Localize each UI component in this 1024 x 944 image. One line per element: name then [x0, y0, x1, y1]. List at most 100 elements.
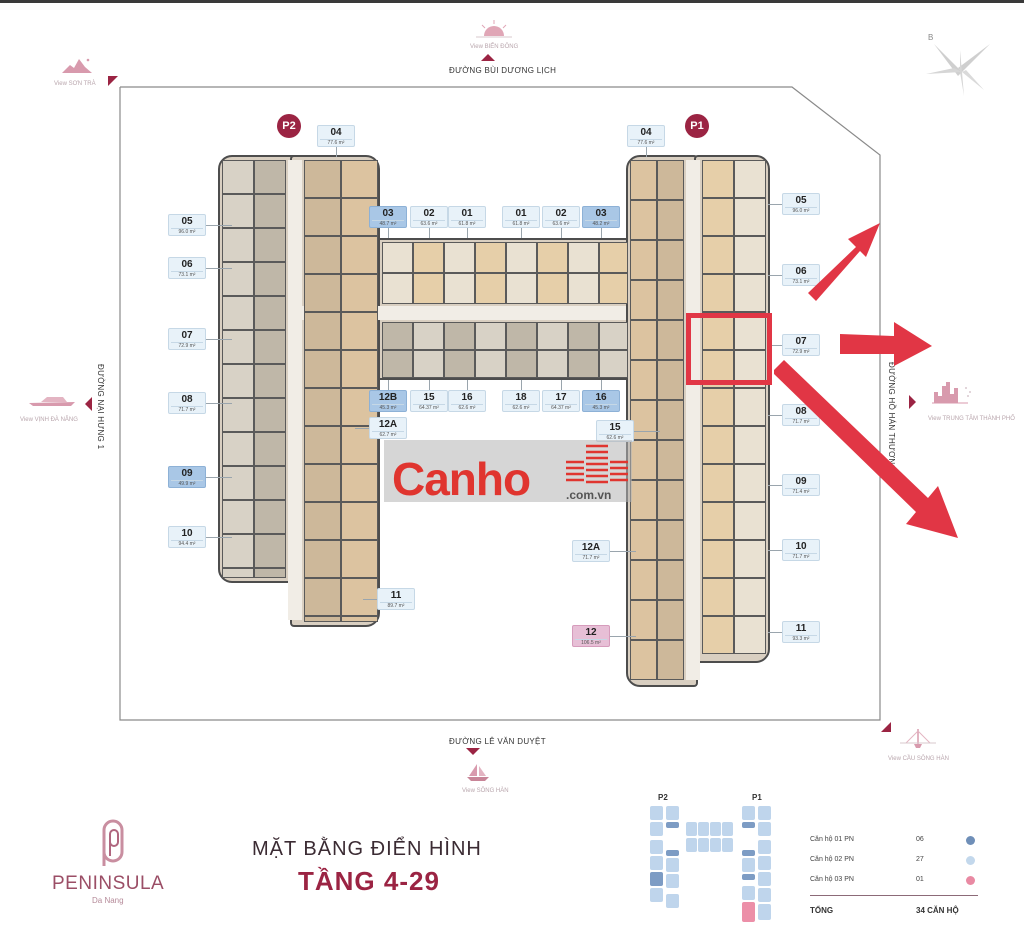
unit-number: 10: [795, 541, 807, 552]
compass-rose-icon: [926, 44, 990, 96]
room-tile: [630, 320, 657, 360]
unit-area: 62.7 m²: [372, 431, 404, 439]
unit-number: 07: [181, 330, 193, 341]
legend-label-1pn: Căn hộ 01 PN: [810, 836, 854, 843]
legend-label-2pn: Căn hộ 02 PN: [810, 856, 854, 863]
logo-name: PENINSULA: [52, 873, 165, 894]
room-tile: [304, 540, 341, 578]
mini-unit-cell: [742, 850, 755, 856]
room-tile: [734, 578, 766, 616]
room-tile: [222, 534, 254, 568]
unit-area: 71.7 m²: [785, 553, 817, 561]
room-tile: [222, 568, 254, 578]
mini-label-p1: P1: [752, 793, 762, 802]
room-tile: [382, 273, 413, 304]
peninsula-logo-icon: [102, 819, 124, 866]
p2-corridor: [288, 160, 302, 620]
room-tile: [254, 262, 286, 296]
room-tile: [413, 350, 444, 378]
room-tile: [341, 616, 378, 622]
unit-number: 05: [181, 216, 193, 227]
room-tile: [304, 274, 341, 312]
leader-line: [768, 345, 782, 346]
room-tile: [734, 236, 766, 274]
bridge-icon: [900, 729, 936, 748]
room-tile: [734, 502, 766, 540]
room-tile: [254, 228, 286, 262]
room-tile: [254, 296, 286, 330]
leader-line: [429, 380, 430, 390]
room-tile: [702, 540, 734, 578]
mini-unit-cell: [742, 886, 755, 900]
room-tile: [630, 440, 657, 480]
room-tile: [630, 160, 657, 200]
room-tile: [657, 560, 684, 600]
unit-number: 12A: [581, 542, 601, 553]
room-tile: [734, 540, 766, 578]
leader-line: [521, 228, 522, 238]
unit-number: 17: [555, 392, 567, 403]
room-tile: [657, 360, 684, 400]
view-son-tra: View SƠN TRÀ: [54, 81, 96, 87]
room-tile: [254, 466, 286, 500]
room-tile: [657, 480, 684, 520]
room-tile: [630, 400, 657, 440]
road-south: ĐƯỜNG LÊ VĂN DUYỆT: [449, 737, 546, 746]
room-tile: [630, 240, 657, 280]
view-vinh-da-nang: View VỊNH ĐÀ NẴNG: [20, 417, 78, 423]
road-east: ĐƯỜNG HỒ HÁN THƯƠNG: [887, 362, 896, 471]
room-tile: [222, 364, 254, 398]
room-tile: [222, 228, 254, 262]
west-triangle-icon: [85, 397, 92, 411]
room-tile: [657, 400, 684, 440]
unit-number: 08: [181, 394, 193, 405]
leader-line: [768, 632, 782, 633]
room-tile: [222, 194, 254, 228]
room-tile: [702, 160, 734, 198]
mini-unit-cell: [742, 902, 755, 922]
title-line-2: TẦNG 4-29: [298, 866, 440, 896]
mini-unit-cell: [758, 872, 771, 886]
room-tile: [630, 280, 657, 320]
mini-unit-cell: [758, 856, 771, 870]
legend-count-3pn: 01: [916, 876, 924, 883]
yacht-icon: [29, 397, 75, 406]
room-tile: [734, 426, 766, 464]
sunrise-icon: [476, 20, 512, 38]
room-tile: [254, 194, 286, 228]
unit-number: 12B: [378, 392, 398, 403]
unit-area: 61.8 m²: [505, 220, 537, 228]
